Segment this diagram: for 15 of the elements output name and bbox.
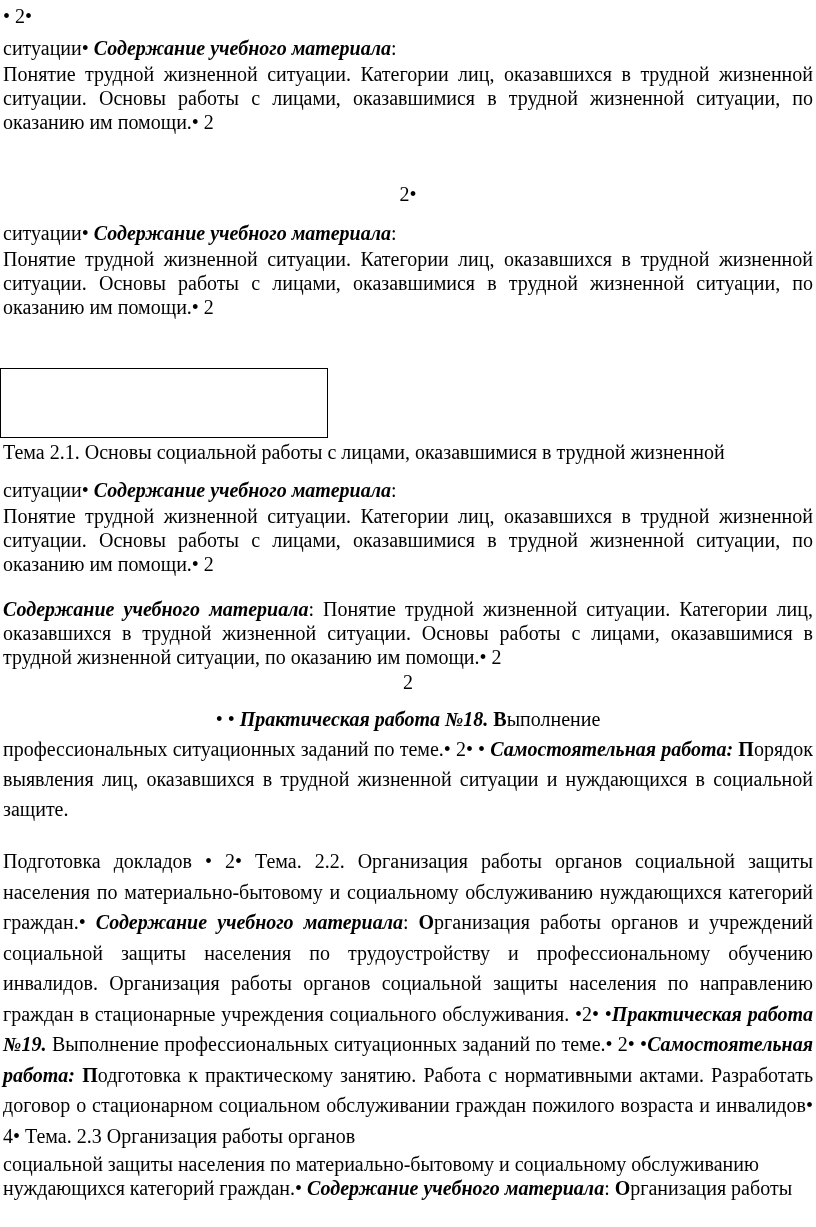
paragraph: Понятие трудной жизненной ситуации. Категории лиц, оказавшихся в трудной жизненной ситуации. Основы работы с лицами, оказавшимися в трудной жизненной ситуации, по оказанию им помощи.• 2 — [2, 504, 814, 576]
paragraph: социальной защиты населения по материально-бытовому и социальному обслуживанию нуждающихся категорий граждан.• Содержание учебного материала: Организация работы — [2, 1152, 794, 1200]
paragraph: • 2• — [2, 4, 33, 28]
paragraph: 2• — [398, 182, 418, 206]
paragraph: ситуации• Содержание учебного материала: — [2, 478, 398, 502]
paragraph: • • Практическая работа №18. Выполнение — [214, 707, 602, 733]
paragraph: Понятие трудной жизненной ситуации. Категории лиц, оказавшихся в трудной жизненной ситуации. Основы работы с лицами, оказавшимися в трудной жизненной ситуации, по оказанию им помощи.• 2 — [2, 62, 814, 134]
paragraph: Понятие трудной жизненной ситуации. Категории лиц, оказавшихся в трудной жизненной ситуации. Основы работы с лицами, оказавшимися в трудной жизненной ситуации, по оказанию им помощи.• 2 — [2, 247, 814, 319]
paragraph: Тема 2.1. Основы социальной работы с лицами, оказавшимися в трудной жизненной — [2, 440, 726, 464]
paragraph: Содержание учебного материала: Понятие трудной жизненной ситуации. Категории лиц, оказавшихся в трудной жизненной ситуации. Основы работы с лицами, оказавшимися в трудной жизненной ситуации, по оказанию им помощи.• 2 — [2, 597, 814, 669]
empty-frame — [0, 368, 328, 438]
paragraph: 2 — [402, 670, 414, 694]
paragraph: ситуации• Содержание учебного материала: — [2, 221, 398, 245]
paragraph: профессиональных ситуационных заданий по теме.• 2• • Самостоятельная работа: Порядок выявления лиц, оказавшихся в трудной жизненной ситуации и нуждающихся в социальной защите. — [2, 737, 814, 823]
paragraph: ситуации• Содержание учебного материала: — [2, 36, 398, 60]
